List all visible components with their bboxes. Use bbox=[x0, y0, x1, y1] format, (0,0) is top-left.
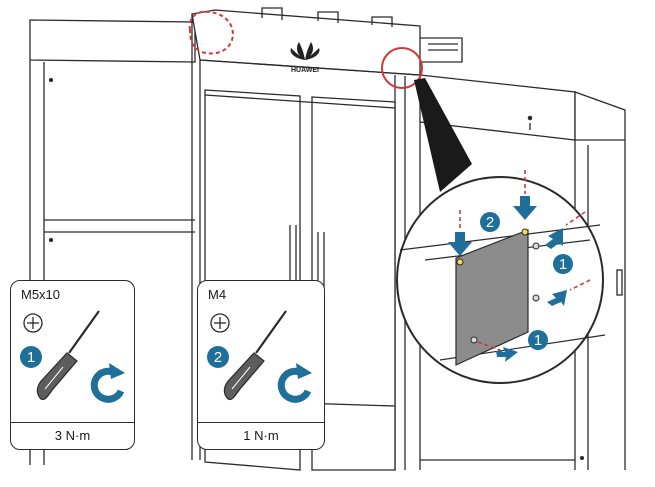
cover-screw bbox=[456, 228, 529, 266]
phillips-screw-icon bbox=[23, 313, 43, 333]
detail-step-badge: 1 bbox=[528, 330, 548, 350]
screwdriver-icon bbox=[223, 310, 287, 401]
tool-illustration: 2 bbox=[207, 310, 312, 403]
svg-text:2: 2 bbox=[486, 214, 494, 231]
down-arrow-icon bbox=[448, 196, 537, 256]
clockwise-rotate-icon bbox=[277, 363, 312, 403]
svg-text:1: 1 bbox=[27, 349, 35, 366]
step-badge: 1 bbox=[20, 346, 42, 368]
detail-view: 2 1 1 bbox=[396, 170, 606, 384]
cover-plate bbox=[455, 229, 529, 366]
screw-spec-label: M4 bbox=[208, 287, 227, 302]
svg-text:2: 2 bbox=[214, 349, 222, 366]
phillips-screw-icon bbox=[210, 313, 230, 333]
clockwise-rotate-icon bbox=[90, 363, 125, 403]
svg-text:1: 1 bbox=[534, 332, 542, 349]
screwdriver-icon bbox=[36, 310, 100, 401]
zoom-connector bbox=[414, 78, 472, 192]
detail-step-badge: 2 bbox=[480, 212, 500, 232]
left-arrow-icon bbox=[496, 228, 567, 362]
brand-name: HUAWEI bbox=[291, 67, 319, 74]
tool-illustration: 1 bbox=[20, 310, 125, 403]
tool-callout-m5: M5x10 1 3 N·m bbox=[10, 280, 135, 450]
highlight-markers bbox=[188, 10, 234, 55]
tool-callout-m4: M4 2 1 N·m bbox=[197, 280, 325, 450]
brand-logo: HUAWEI bbox=[290, 42, 320, 74]
screw-spec-label: M5x10 bbox=[21, 287, 61, 302]
detail-step-badge: 1 bbox=[553, 254, 573, 274]
step-badge: 2 bbox=[207, 346, 229, 368]
svg-text:1: 1 bbox=[559, 256, 567, 273]
detail-source-marker bbox=[381, 47, 423, 89]
torque-value: 1 N·m bbox=[198, 422, 324, 449]
torque-value: 3 N·m bbox=[11, 422, 134, 449]
